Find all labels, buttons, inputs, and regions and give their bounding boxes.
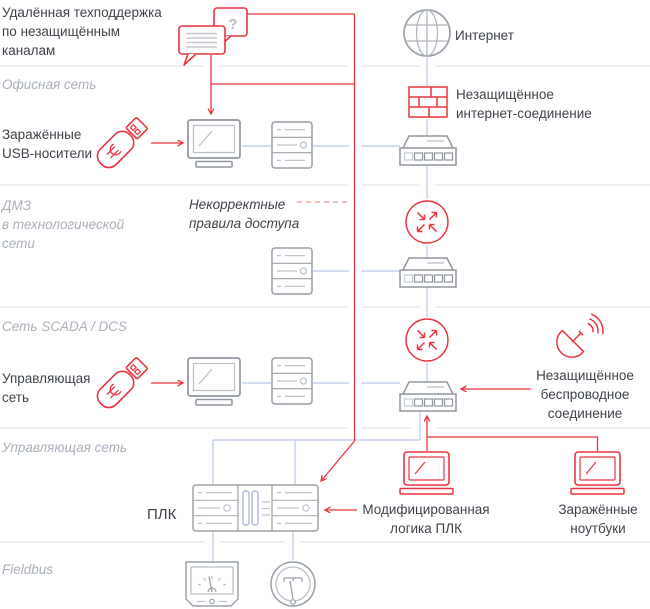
infected-usb-label: Заражённые USB-носители <box>2 127 93 161</box>
dmz-switch-icon <box>399 257 457 288</box>
firewall-icon <box>408 86 448 118</box>
usb-drive-icon-office <box>96 117 148 169</box>
laptop-icon-infected <box>570 451 625 495</box>
modified-plc-logic-label: Модифицированная логика ПЛК <box>362 502 490 536</box>
section-divider-lines <box>0 65 650 543</box>
plc-icon <box>192 484 319 532</box>
plc-label: ПЛК <box>147 506 177 523</box>
internet-label: Интернет <box>455 28 514 43</box>
router-icon-lower <box>405 318 449 362</box>
control-switch-icon <box>399 381 457 412</box>
network-links <box>212 57 428 561</box>
satellite-dish-icon <box>556 313 604 358</box>
office-workstation-icon <box>187 119 241 168</box>
laptop-icon-modified-logic <box>399 451 454 495</box>
insecure-internet-label: Незащищённое интернет-соединение <box>456 87 592 121</box>
question-mark-glyph: ? <box>228 16 237 33</box>
usb-drive-icon-scada <box>96 357 148 409</box>
section-scada-dcs: Сеть SCADA / DCS <box>2 319 127 334</box>
remote-support-label: Удалённая техподдержка по незащищённым к… <box>2 5 162 58</box>
section-control-network: Управляющая сеть <box>2 440 128 455</box>
analog-meter-icon <box>185 561 239 607</box>
router-icon-upper <box>405 200 449 244</box>
scada-server-icon <box>271 357 313 405</box>
attack-paths <box>151 13 599 510</box>
globe-icon <box>403 9 451 57</box>
infected-laptops-label: Заражённые ноутбуки <box>558 502 638 536</box>
bad-access-rules-label: Некорректные правила доступа <box>189 197 300 231</box>
remote-access-to-plc-arrow <box>321 440 355 481</box>
round-gauge-icon <box>270 561 316 607</box>
insecure-wireless-label: Незащищённое беспроводное соединение <box>536 368 634 421</box>
section-dmz: ДМЗ в технологической сети <box>2 198 125 251</box>
control-network-label: Управляющая сеть <box>2 371 91 405</box>
office-switch-icon <box>399 135 457 166</box>
section-office-network: Офисная сеть <box>2 77 97 92</box>
office-server-icon <box>271 121 313 169</box>
section-fieldbus: Fieldbus <box>2 562 54 577</box>
chat-bubbles-icon: ? <box>178 7 248 66</box>
scada-workstation-icon <box>187 357 241 406</box>
dmz-server-icon <box>271 247 313 295</box>
